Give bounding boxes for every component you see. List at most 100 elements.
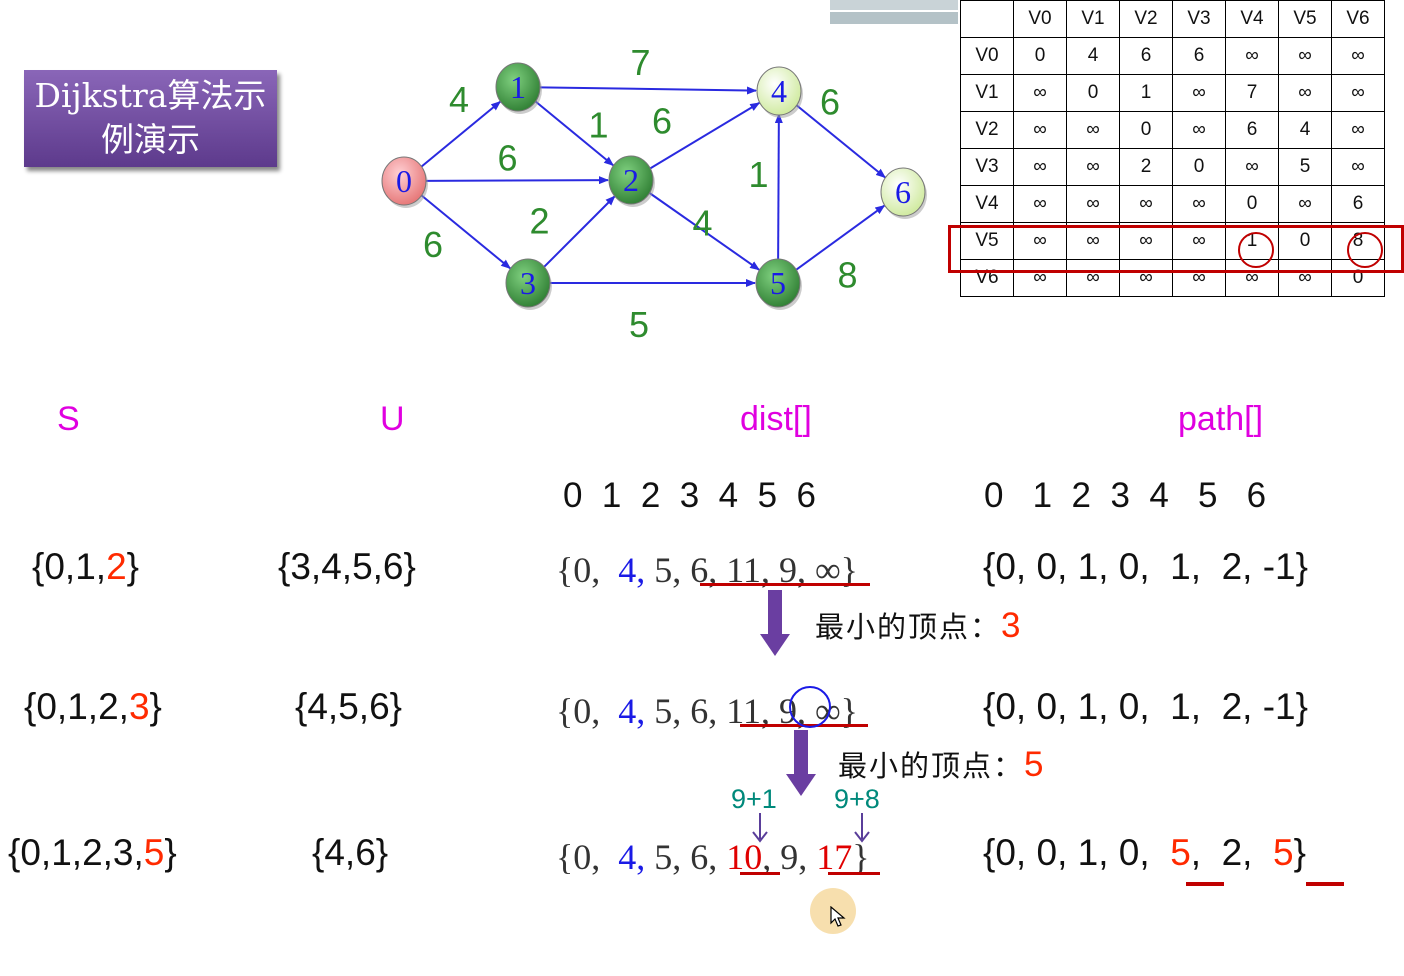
matrix-cell: 6 [1225, 111, 1279, 149]
decor-bar-top [830, 0, 958, 10]
graph-node-3: 3 [505, 258, 552, 310]
title-line-1: Dijkstra算法示 [34, 76, 267, 115]
edge-weight-5-6: 8 [837, 255, 857, 296]
annotation-value: 3 [1001, 606, 1023, 645]
matrix-cell: ∞ [1278, 185, 1332, 223]
down-arrow-icon [786, 730, 816, 796]
matrix-cell: 0 [1225, 185, 1279, 223]
matrix-cell: V1 [960, 74, 1014, 112]
matrix-cell: V4 [960, 185, 1014, 223]
dist-segment: {0, [556, 691, 619, 731]
matrix-cell: ∞ [1172, 111, 1226, 149]
matrix-cell: ∞ [1119, 259, 1173, 297]
dist-segment: , 9, [762, 837, 817, 877]
edge-weight-2-5: 4 [692, 203, 712, 244]
s-set-suffix: } [164, 832, 177, 873]
node-label: 5 [770, 265, 786, 301]
matrix-cell: ∞ [1278, 37, 1332, 75]
graph-nodes: 0 1 2 3 4 5 6 [381, 62, 927, 310]
graph-node-4: 4 [756, 66, 803, 118]
graph-edge-5-4 [774, 112, 783, 262]
matrix-header-cell: V2 [1119, 0, 1173, 38]
path-row-3: {0, 0, 1, 0, 5, 2, 5} [983, 832, 1306, 874]
graph-node-5: 5 [755, 258, 802, 310]
mouse-pointer-icon [830, 906, 846, 927]
s-set-new-vertex: 5 [143, 832, 165, 873]
dist-underline-row-1 [700, 583, 870, 586]
matrix-cell: ∞ [1172, 222, 1226, 260]
matrix-header-cell: V5 [1278, 0, 1332, 38]
matrix-cell: 0 [1172, 148, 1226, 186]
graph-edge-0-1 [420, 100, 502, 168]
matrix-cell: 1 [1119, 74, 1173, 112]
u-set-row-2: {4,5,6} [295, 686, 403, 727]
annotation-value: 5 [1024, 745, 1046, 784]
path-updated-value: 5 [1273, 832, 1294, 873]
matrix-cell: 4 [1278, 111, 1332, 149]
matrix-row: V4∞∞∞∞0∞6 [960, 185, 1385, 223]
path-index-row: 0 1 2 3 4 5 6 [984, 476, 1267, 515]
matrix-cell: ∞ [1013, 74, 1067, 112]
title-box: Dijkstra算法示 例演示 [24, 70, 277, 167]
dist-segment: {0, [556, 550, 619, 590]
graph-node-1: 1 [495, 62, 542, 114]
header-s: S [57, 400, 80, 438]
dist-segment: 4, [618, 691, 646, 731]
edge-weight-1-4: 7 [630, 42, 650, 83]
node-label: 4 [771, 73, 787, 109]
matrix-cell: V3 [960, 148, 1014, 186]
node-label: 2 [623, 162, 639, 198]
graph-node-2: 2 [608, 155, 655, 207]
s-set-suffix: } [149, 686, 162, 727]
matrix-cell: ∞ [1172, 74, 1226, 112]
graph-edge-0-3 [420, 194, 512, 270]
matrix-cell: ∞ [1013, 185, 1067, 223]
matrix-cell: 7 [1225, 74, 1279, 112]
matrix-cell: 0 [1278, 222, 1332, 260]
edge-weight-0-2: 6 [497, 138, 517, 179]
s-set-prefix: {0,1, [32, 546, 107, 587]
small-arrow-icon [752, 813, 768, 843]
graph-edges [420, 86, 886, 287]
matrix-cell: ∞ [1066, 185, 1120, 223]
dist-segment: 4, [618, 837, 646, 877]
s-set-suffix: } [126, 546, 140, 587]
matrix-cell: 2 [1119, 148, 1173, 186]
s-set-row-2: {0,1,2,3} [24, 686, 162, 728]
matrix-cell: V2 [960, 111, 1014, 149]
small-arrow-icon [854, 813, 870, 843]
path-underline-4 [1186, 882, 1224, 886]
header-u: U [380, 400, 405, 438]
s-set-new-vertex: 3 [128, 686, 150, 727]
min-circle [789, 686, 831, 728]
s-set-new-vertex: 2 [106, 546, 127, 587]
dist-underline-10 [740, 872, 780, 875]
matrix-cell: ∞ [1225, 37, 1279, 75]
graph-node-0: 0 [381, 156, 428, 208]
matrix-cell: ∞ [1331, 148, 1385, 186]
graph-edge-0-2 [425, 176, 610, 185]
u-set-row-3: {4,6} [312, 832, 389, 873]
path-updated-value: 5 [1170, 832, 1191, 873]
edge-weight-5-4: 1 [748, 154, 768, 195]
matrix-cell-circle-v6 [1347, 232, 1383, 268]
matrix-cell: ∞ [1331, 74, 1385, 112]
matrix-cell-circle-v4 [1238, 232, 1274, 268]
matrix-cell: ∞ [1013, 222, 1067, 260]
node-label: 0 [396, 163, 412, 199]
matrix-header-cell: V0 [1013, 0, 1067, 38]
matrix-cell: 6 [1331, 185, 1385, 223]
s-set-prefix: {0,1,2, [24, 686, 129, 727]
edge-weight-3-5: 5 [629, 304, 649, 345]
matrix-cell: ∞ [1172, 185, 1226, 223]
dist-updated-value: 10 [726, 837, 763, 877]
matrix-cell: ∞ [1172, 259, 1226, 297]
path-row-2: {0, 0, 1, 0, 1, 2, -1} [983, 686, 1308, 727]
node-label: 6 [895, 174, 911, 210]
